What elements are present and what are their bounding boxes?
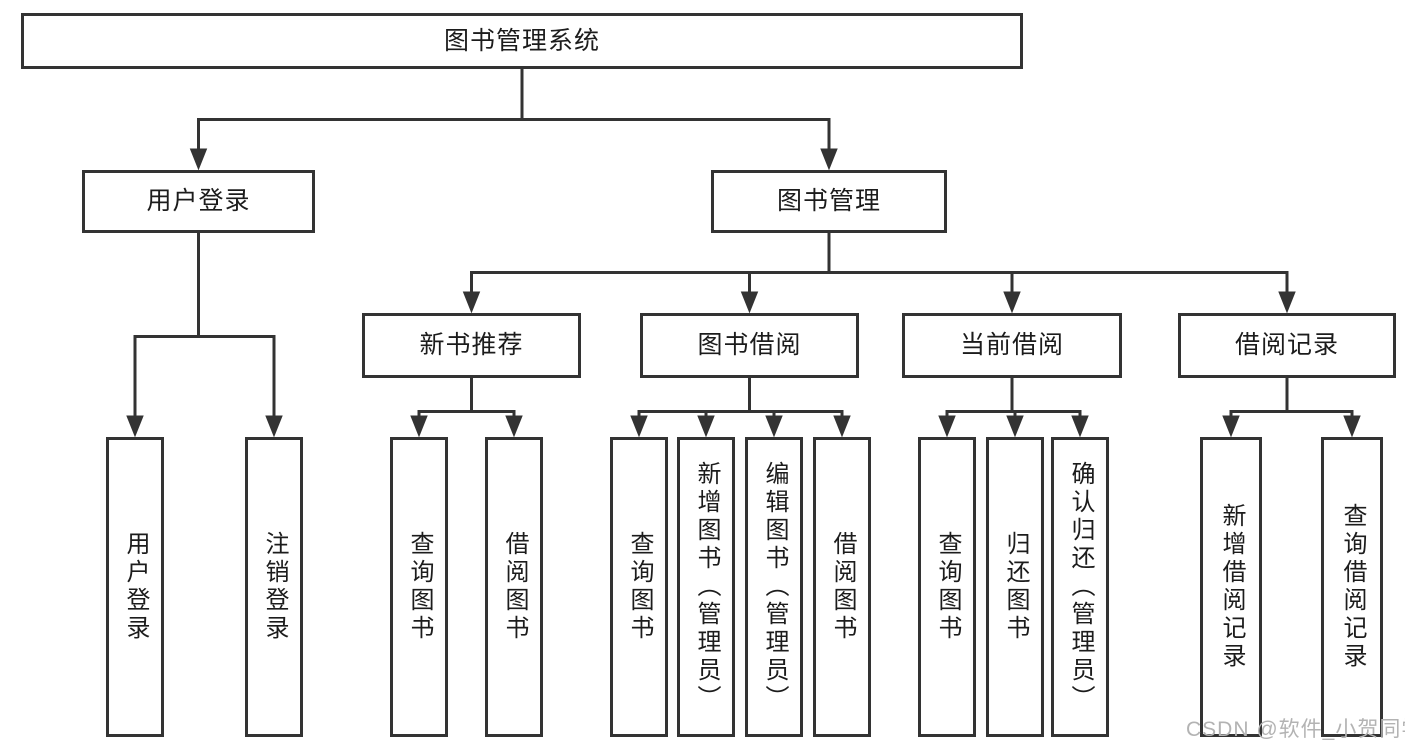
leaf-add-books-admin: 新增图书（管理员） (677, 437, 735, 737)
leaf-query-borrow-record: 查询借阅记录 (1321, 437, 1383, 737)
leaf-user-login: 用户登录 (106, 437, 164, 737)
leaf-query-books-recommend: 查询图书 (390, 437, 448, 737)
leaf-add-borrow-record: 新增借阅记录 (1200, 437, 1262, 737)
csdn-watermark: CSDN @软件_小贺同学 (1186, 718, 1405, 741)
node-user-login: 用户登录 (82, 170, 315, 233)
node-book-borrowing: 图书借阅 (640, 313, 859, 378)
leaf-edit-books-admin: 编辑图书（管理员） (745, 437, 803, 737)
leaf-logout: 注销登录 (245, 437, 303, 737)
node-new-book-recommendation: 新书推荐 (362, 313, 581, 378)
leaf-borrow-books-recommend: 借阅图书 (485, 437, 543, 737)
connector-userlogin-to-leaves (126, 233, 283, 438)
node-current-borrowing: 当前借阅 (902, 313, 1122, 378)
leaf-confirm-return-admin: 确认归还（管理员） (1051, 437, 1109, 737)
connector-newbookrec-to-leaves (410, 378, 523, 438)
leaf-query-books-current: 查询图书 (918, 437, 976, 737)
node-borrowing-records: 借阅记录 (1178, 313, 1396, 378)
connector-borrowrecords-to-leaves (1222, 378, 1361, 438)
leaf-query-books-borrowing: 查询图书 (610, 437, 668, 737)
leaf-borrow-books: 借阅图书 (813, 437, 871, 737)
connector-currentborrow-to-leaves (938, 378, 1089, 438)
connector-bookborrow-to-leaves (630, 378, 851, 438)
node-book-management: 图书管理 (711, 170, 947, 233)
connector-root-to-level2 (189, 69, 838, 171)
leaf-return-books: 归还图书 (986, 437, 1044, 737)
node-library-management-system: 图书管理系统 (21, 13, 1023, 69)
connector-bookmgmt-to-level3 (462, 233, 1296, 314)
